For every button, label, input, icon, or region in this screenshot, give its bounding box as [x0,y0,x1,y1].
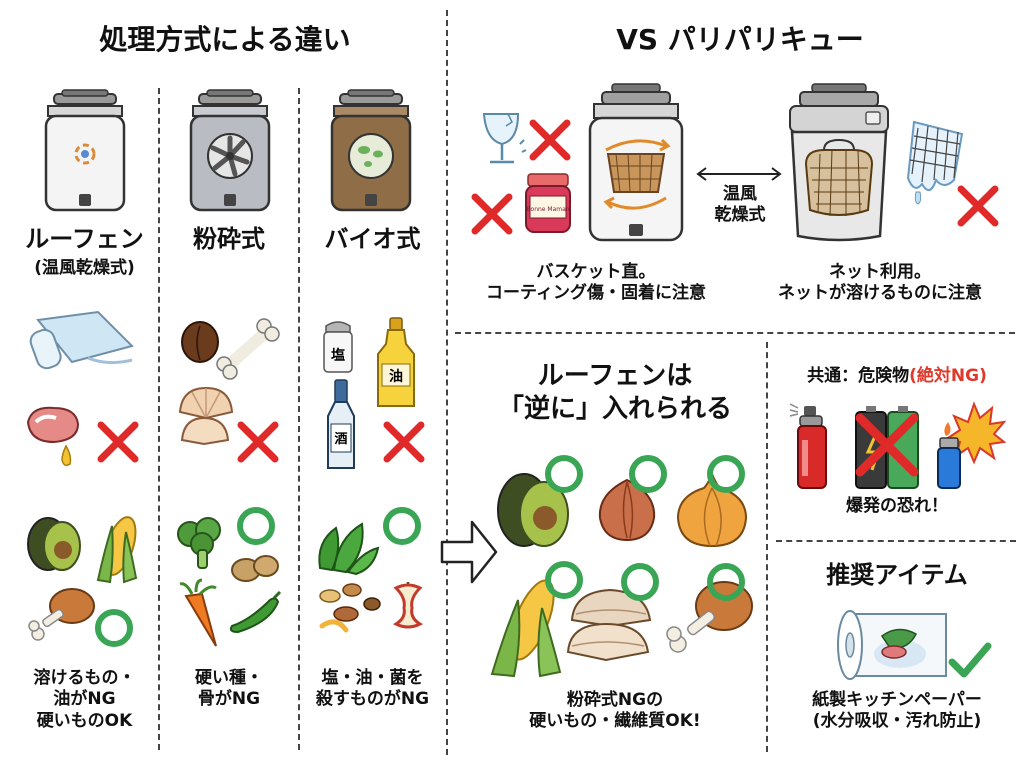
plastic-wrap-icon [29,310,134,370]
food-scraps-icon [319,583,381,633]
shell-icon [178,386,234,446]
column-divider-2 [298,88,300,750]
chicken-leg-icon [28,588,95,641]
oil-label: 油 [389,368,403,385]
avocado-icon [497,473,569,547]
sake-bottle-icon: 酒 [327,379,355,469]
main-divider [446,10,448,755]
ng-cross-icon [855,413,919,477]
danger-title: 共通：危険物(絶対NG) [807,366,987,386]
recommend-caption: 紙製キッチンペーパー (水分吸収・汚れ防止) [812,690,982,732]
ng-cross-icon [97,421,139,463]
ok-circle-icon [621,563,659,601]
bone-icon [216,318,280,380]
broccoli-icon [177,517,221,569]
apple-core-icon [392,582,424,629]
paripari-cue-machine-icon [789,83,889,242]
column-divider-1 [158,88,160,750]
double-arrow-icon [696,167,782,181]
ok-circle-icon [629,455,667,493]
green-pepper-icon [229,590,282,634]
salt-label: 塩 [331,347,345,364]
loofen-basket-machine-icon [588,83,684,242]
center-title: ルーフェンは 「逆に」入れられる [497,361,732,424]
ok-circle-icon [383,507,421,545]
hard-seed-icon [181,321,219,363]
oil-bottle-icon: 油 [377,317,415,407]
chicken-leg-icon [666,581,753,653]
loofen-machine-icon [44,89,126,212]
vs-title: VS パリパリキュー [616,23,864,56]
melting-net-icon [906,120,964,205]
jam-label: Bonne Maman [526,206,569,213]
sake-label: 酒 [334,432,347,447]
broken-glass-icon [482,113,527,164]
lighter-explosion-icon [937,401,1007,489]
loofen-caption: 溶けるもの・ 油がNG 硬いものOK [33,668,136,731]
jam-jar-icon: Bonne Maman [525,173,571,233]
danger-caption: 爆発の恐れ！ [846,496,948,516]
grinder-caption: 硬い種・ 骨がNG [195,668,263,710]
ng-cross-icon [471,193,513,235]
check-mark-icon [948,642,992,678]
vs-middle-label: 温風 乾燥式 [714,184,766,226]
clam-icon [566,588,652,662]
ok-circle-icon [95,609,133,647]
vs-bottom-divider [455,332,1015,334]
grinder-machine-icon [189,89,271,212]
potato-icon [231,555,279,582]
bio-caption: 塩・油・菌を 殺すものがNG [315,668,430,710]
loofen-subtitle: (温風乾燥式) [34,258,135,278]
leafy-greens-icon [318,522,380,576]
ok-circle-icon [237,507,275,545]
meat-oil-icon [26,406,80,467]
right-column-divider [766,342,768,752]
grinder-name: 粉砕式 [193,225,265,253]
net-caption: ネット利用。 ネットが溶けるものに注意 [778,262,982,304]
ng-cross-icon [529,119,571,161]
right-arrow-icon [440,520,498,584]
ng-cross-icon [957,185,999,227]
bio-name: バイオ式 [324,225,421,253]
danger-bottom-divider [776,540,1016,542]
ok-circle-icon [545,561,583,599]
loofen-name: ルーフェン [25,225,144,253]
basket-caption: バスケット直。 コーティング傷・固着に注意 [486,262,706,304]
ok-circle-icon [707,563,745,601]
bio-machine-icon [330,89,412,212]
center-caption: 粉砕式NGの 硬いもの・繊維質OK! [529,690,701,732]
recommend-title: 推奨アイテム [826,561,968,589]
avocado-icon [27,517,81,571]
kitchen-paper-icon [837,610,947,680]
salt-shaker-icon: 塩 [323,321,353,373]
ng-cross-icon [383,421,425,463]
left-title: 処理方式による違い [99,23,351,56]
corn-icon [96,516,138,584]
spray-can-icon [789,403,827,489]
shallot-icon [598,478,656,542]
ok-circle-icon [707,455,745,493]
carrot-icon [179,578,217,647]
ok-circle-icon [545,455,583,493]
ng-cross-icon [237,421,279,463]
